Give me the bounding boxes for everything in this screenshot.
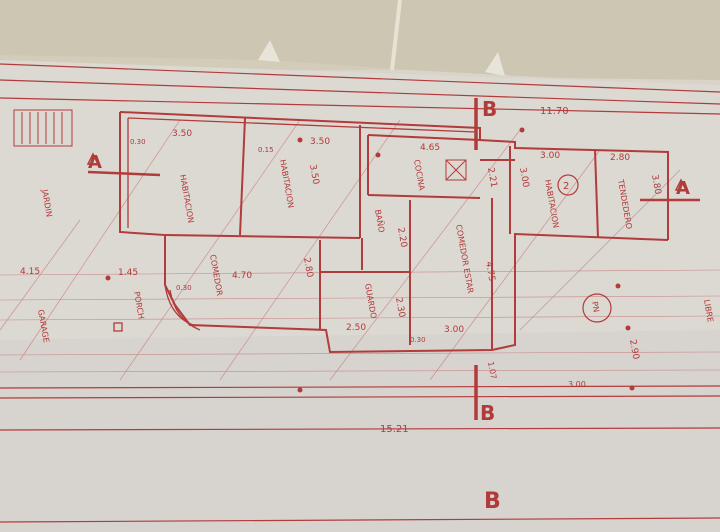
section-mark-bottom: B [480,401,495,425]
sheet-shadow [0,330,720,532]
dimension: 3.00 [444,325,464,335]
level-mark-left: A [88,152,102,173]
stove-symbol [445,159,467,181]
circle-number: 2 [563,181,569,192]
dimension: 3.00 [517,167,530,189]
walls [119,111,669,354]
room-name: LIBRE [702,299,715,323]
sheet-border [0,63,720,523]
overall-dim-top: 11.70 [540,106,569,117]
dimension: 3.50 [172,129,192,139]
dimension: 0.30 [130,138,146,146]
overall-dim-bottom: 15.21 [380,424,409,435]
dimension: 2.30 [393,297,406,319]
paper-fold-line [390,0,402,71]
section-mark-bottom-sheet: B [484,489,501,514]
dimension: 0.30 [410,336,426,344]
dimension: 1.07 [486,361,498,380]
dimension: 3.00 [540,151,560,161]
dimension: 2.20 [395,227,408,249]
pn-mark: PN [590,301,601,313]
folded-paper [0,0,720,80]
dimension: 4.70 [232,271,252,281]
torn-corner [485,52,505,76]
dimension: 4.65 [420,143,440,153]
stair-block [13,109,73,147]
room-name: BAÑO [373,209,387,234]
dimension: 2.50 [346,323,366,333]
dimension: 1.45 [118,268,138,278]
level-mark-right: A [676,178,690,199]
torn-corner [258,40,280,62]
dimension: 3.50 [307,164,320,186]
dimension: 3.00 [568,380,586,389]
joint-dots [105,127,635,393]
dimension: 3.80 [649,174,662,196]
circle-marker [557,174,579,196]
diagonal-hatching [0,119,681,381]
dimension: 3.50 [310,137,330,147]
dimension: 2.80 [610,153,630,163]
dimension: 2.21 [485,167,498,188]
dimension: 0.15 [258,146,274,154]
level-lines-a [87,170,700,202]
section-mark-top: B [482,97,497,121]
pn-circle [582,293,612,323]
level-triangle-right [674,178,688,191]
dimension: 2.80 [301,257,314,279]
dimension: 2.90 [627,339,640,361]
dimension: 4.15 [20,267,40,277]
dimension: 0.30 [176,284,192,292]
dimension: 4.75 [483,261,496,282]
column-square [113,322,123,332]
level-triangle-left [86,152,100,165]
